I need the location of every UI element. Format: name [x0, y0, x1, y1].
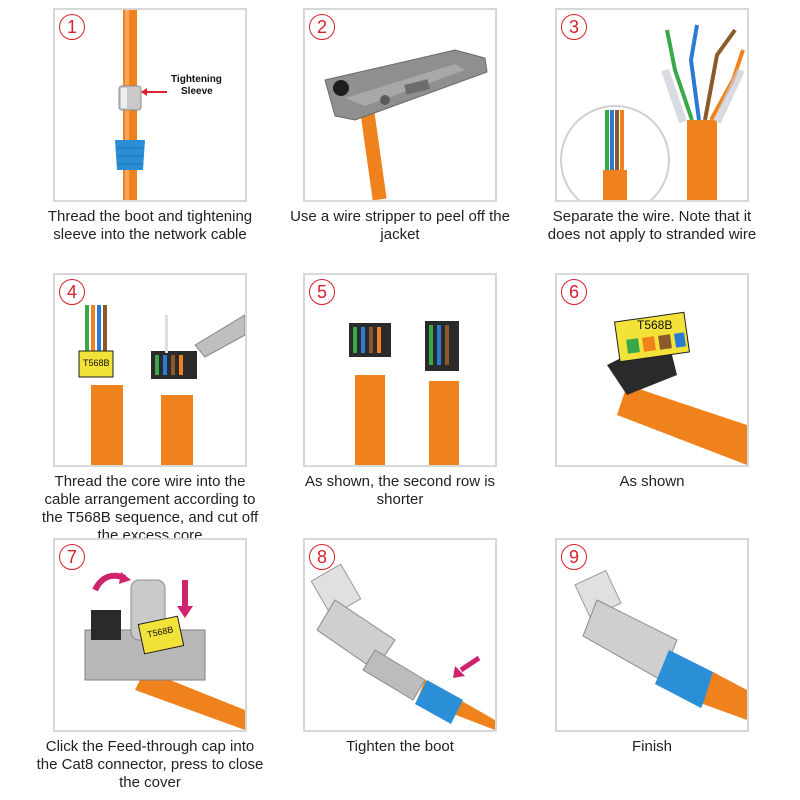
core-wire-arrangement-illustration — [78, 305, 245, 465]
step-1-illustration — [115, 10, 167, 200]
finished-connector-illustration — [574, 569, 747, 720]
step-8: 8 Tighten the boot — [303, 538, 497, 756]
tighten-boot-illustration — [310, 563, 495, 730]
t568b-label: T568B — [83, 358, 110, 368]
step-2: 2 Use a wire stripper to peel off the ja… — [290, 8, 510, 244]
step-1: 1 Tightening Sleeve Thread the boot and … — [48, 8, 252, 244]
step-6-frame: 6 T568B — [555, 273, 749, 467]
step-2-frame: 2 — [303, 8, 497, 202]
step-number-3: 3 — [561, 14, 587, 40]
step-3-frame: 3 — [555, 8, 749, 202]
step-6-caption: As shown — [619, 473, 685, 490]
step-9: 9 Finish — [555, 538, 749, 756]
step-1-caption: Thread the boot and tightening sleeve in… — [47, 208, 253, 243]
step-6: 6 T568B As shown — [555, 273, 749, 491]
step-number-5: 5 — [309, 279, 335, 305]
wired-block-illustration — [607, 311, 747, 465]
step-8-caption: Tighten the boot — [346, 738, 454, 755]
step-7-frame: 7 T568B — [53, 538, 247, 732]
feed-through-cap-illustration — [84, 572, 245, 730]
step-5-caption: As shown, the second row is shorter — [304, 473, 496, 508]
step-8-frame: 8 — [303, 538, 497, 732]
step-number-8: 8 — [309, 544, 335, 570]
step-5: 5 As shown, the second row is shorter — [303, 273, 497, 509]
step-1-frame: 1 Tightening Sleeve — [53, 8, 247, 202]
step-number-1: 1 — [59, 14, 85, 40]
step-4-frame: 4 T568B — [53, 273, 247, 467]
second-row-shorter-illustration — [349, 321, 459, 465]
step-5-frame: 5 — [303, 273, 497, 467]
sleeve-label: Sleeve — [181, 86, 213, 97]
step-9-caption: Finish — [631, 738, 672, 755]
step-3-caption: Separate the wire. Note that it does not… — [547, 208, 757, 243]
separated-wire-illustration — [560, 24, 745, 200]
step-number-4: 4 — [59, 279, 85, 305]
step-number-6: 6 — [561, 279, 587, 305]
step-number-9: 9 — [561, 544, 587, 570]
step-9-frame: 9 — [555, 538, 749, 732]
wire-stripper-illustration — [324, 49, 488, 200]
step-4-caption: Thread the core wire into the cable arra… — [41, 473, 259, 544]
step-2-caption: Use a wire stripper to peel off the jack… — [290, 208, 510, 243]
step-4: 4 T568B Thread the core wire into the ca… — [42, 273, 258, 545]
t568b-label: T568B — [637, 318, 673, 332]
step-7: 7 T568B Click the Feed-through cap into … — [37, 538, 263, 792]
step-number-2: 2 — [309, 14, 335, 40]
step-number-7: 7 — [59, 544, 85, 570]
step-7-caption: Click the Feed-through cap into the Cat8… — [36, 738, 264, 791]
step-3: 3 Separate the wire. Note that it does n… — [548, 8, 756, 244]
tightening-label: Tightening — [171, 74, 222, 85]
